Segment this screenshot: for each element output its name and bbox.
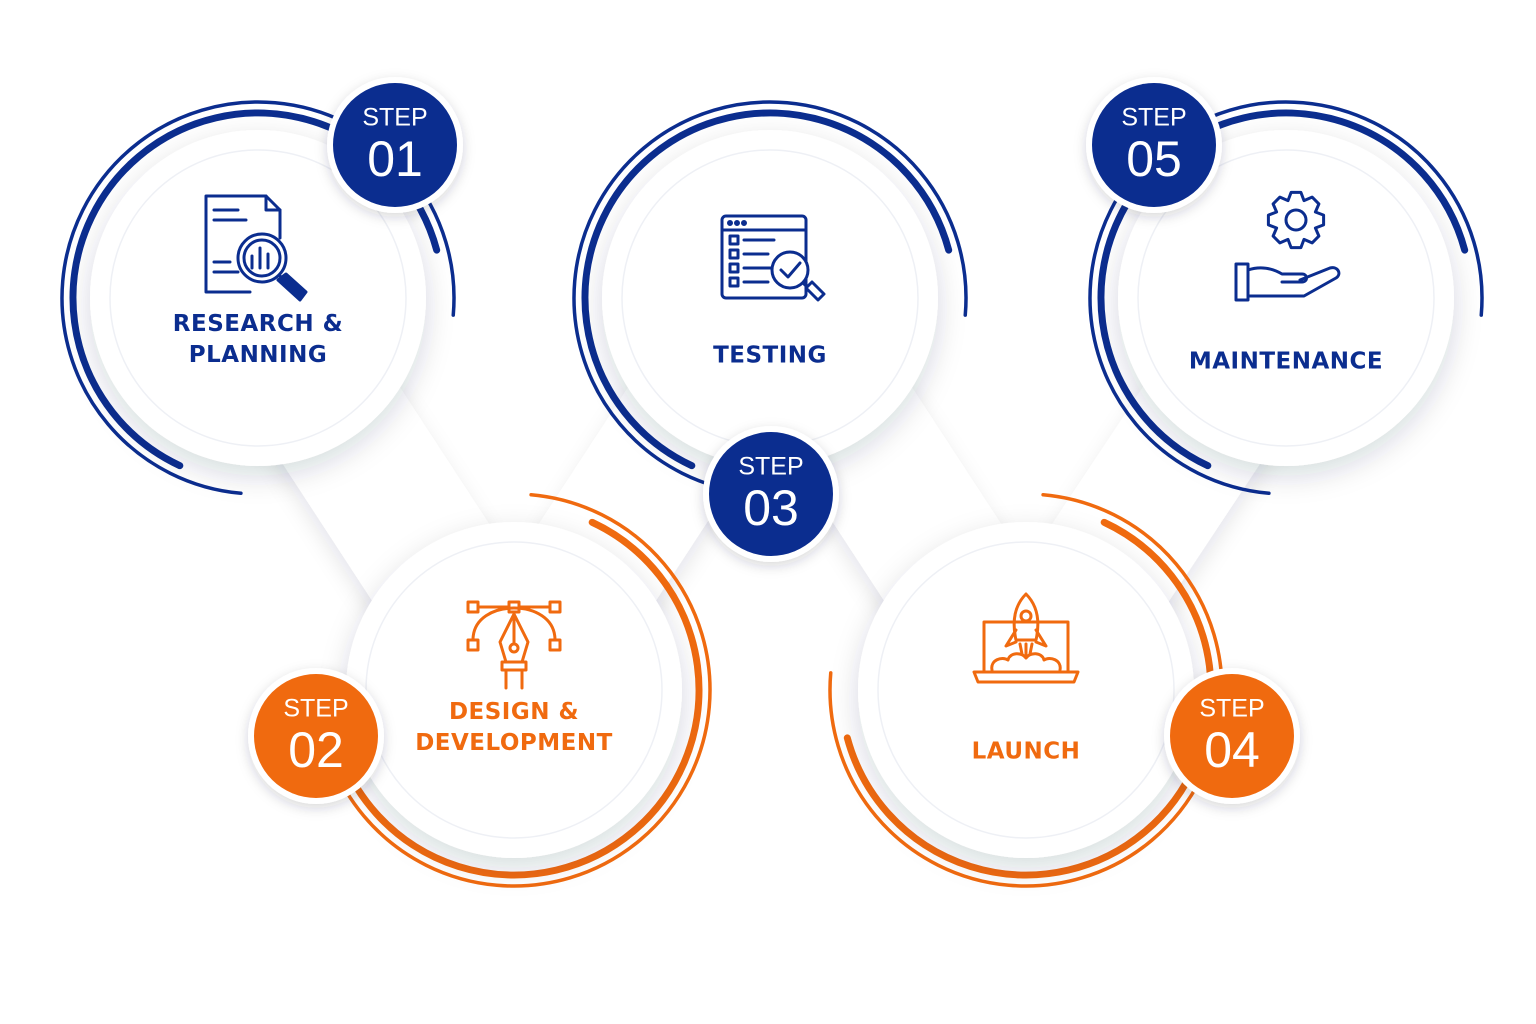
- gear-hand-icon: [1234, 190, 1341, 302]
- outer-ring-arc: [572, 100, 968, 496]
- badge-circle: [333, 83, 457, 207]
- rocket-laptop-icon: [972, 592, 1080, 684]
- step-title: PLANNING: [189, 342, 328, 368]
- inner-ring-arc: [581, 109, 953, 470]
- badge-step-number: 01: [367, 131, 423, 187]
- badge-step-word: STEP: [1121, 104, 1186, 132]
- badge-circle: [1170, 674, 1294, 798]
- badge-step-number: 02: [288, 722, 344, 778]
- step-title: DEVELOPMENT: [415, 730, 613, 756]
- step-title: TESTING: [713, 343, 827, 369]
- badge-step-number: 05: [1126, 131, 1182, 187]
- badge-circle: [254, 674, 378, 798]
- badge-step-word: STEP: [362, 104, 427, 132]
- content-layer: RESEARCH & PLANNING DESIGN & DEVELOPMENT TES…: [173, 190, 1383, 765]
- document-analysis-magnifier-icon: [204, 194, 308, 302]
- pen-tool-bezier-icon: [466, 600, 562, 690]
- step-title: RESEARCH &: [173, 311, 343, 337]
- badge-circle: [1092, 83, 1216, 207]
- outer-ring-arc: [828, 492, 1224, 888]
- outer-ring-arc: [316, 492, 712, 888]
- step-disc-inner: [109, 149, 407, 447]
- badge-step-word: STEP: [1199, 695, 1264, 723]
- step-disc-inner: [877, 541, 1175, 839]
- badge-step-word: STEP: [738, 453, 803, 481]
- badge-step-number: 04: [1204, 722, 1260, 778]
- step-disc-inner: [365, 541, 663, 839]
- badge-circle: [709, 432, 833, 556]
- step-title: DESIGN &: [449, 699, 579, 725]
- inner-ring-arc: [843, 518, 1215, 879]
- step-disc-inner: [1137, 149, 1435, 447]
- badge-step-word: STEP: [283, 695, 348, 723]
- disc-layer: [90, 130, 1454, 858]
- badge-step-number: 03: [743, 480, 799, 536]
- checklist-window-magnifier-icon: [720, 214, 826, 302]
- step-title: LAUNCH: [972, 739, 1081, 765]
- step-title: MAINTENANCE: [1189, 349, 1383, 375]
- inner-ring-arc: [331, 518, 703, 879]
